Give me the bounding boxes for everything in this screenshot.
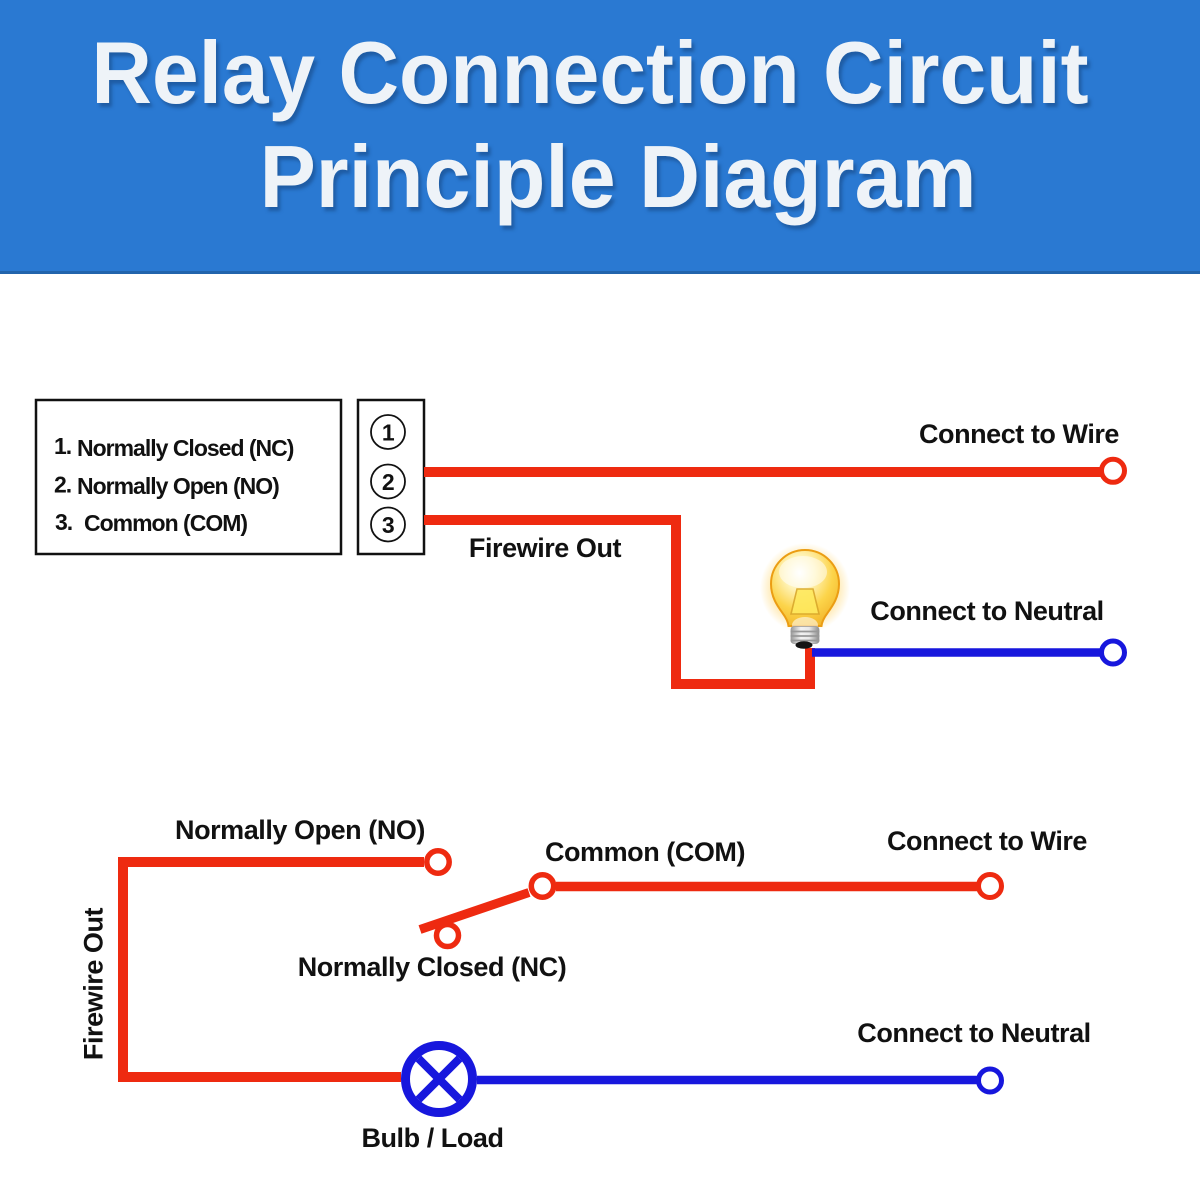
svg-text:3: 3 [382, 512, 394, 538]
svg-text:Normally Closed (NC): Normally Closed (NC) [298, 952, 567, 982]
svg-text:1.: 1. [54, 433, 71, 459]
svg-text:Normally Open (NO): Normally Open (NO) [77, 473, 279, 499]
svg-text:Normally Closed (NC): Normally Closed (NC) [77, 435, 294, 461]
svg-text:1: 1 [382, 420, 395, 446]
svg-text:2.: 2. [54, 472, 71, 498]
svg-text:Common (COM): Common (COM) [84, 510, 247, 536]
svg-text:Connect to Neutral: Connect to Neutral [857, 1018, 1090, 1048]
svg-text:Connect to Wire: Connect to Wire [887, 826, 1087, 856]
svg-text:2: 2 [382, 469, 394, 495]
svg-text:Common (COM): Common (COM) [545, 837, 745, 867]
svg-text:Connect to Wire: Connect to Wire [919, 419, 1119, 449]
svg-text:3.: 3. [55, 509, 72, 535]
svg-text:Connect to Neutral: Connect to Neutral [870, 596, 1103, 626]
svg-text:Firewire Out: Firewire Out [79, 907, 109, 1060]
svg-text:Firewire Out: Firewire Out [469, 533, 622, 563]
svg-text:Normally Open (NO): Normally Open (NO) [175, 815, 425, 845]
svg-text:Bulb / Load: Bulb / Load [361, 1123, 503, 1153]
